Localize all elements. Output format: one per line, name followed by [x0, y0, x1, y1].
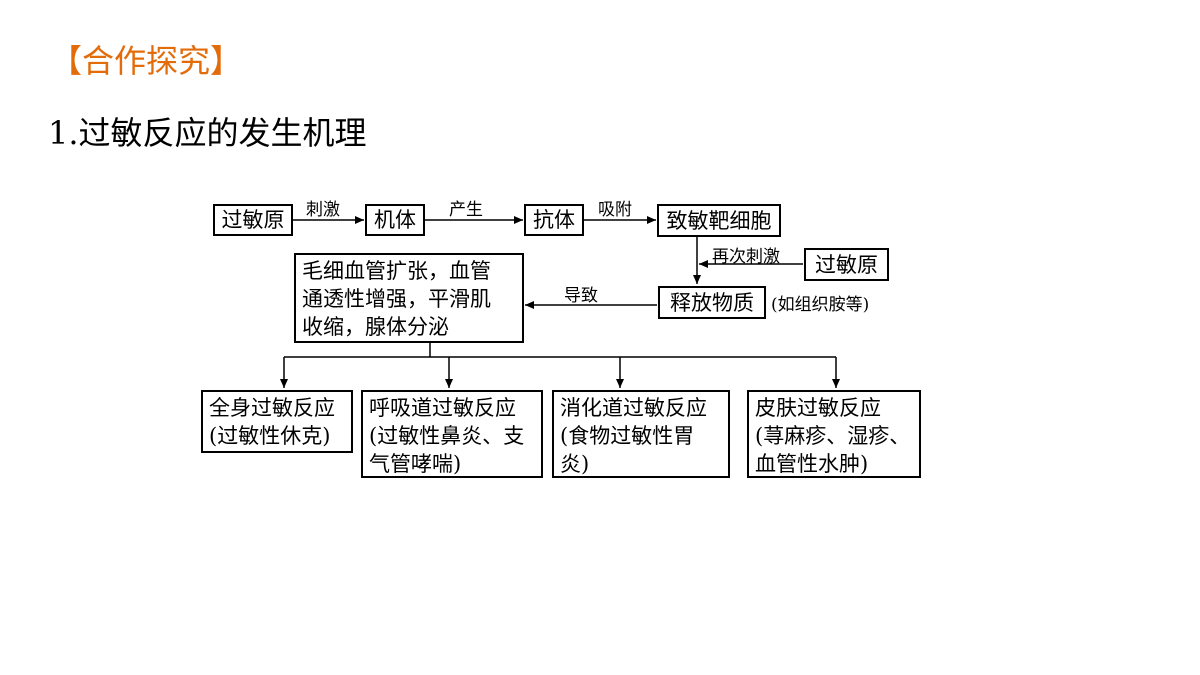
outcome-3-line-1: 消化道过敏反应 — [560, 396, 707, 420]
effects-line-1: 毛细血管扩张，血管 — [302, 259, 491, 283]
release-note: (如组织胺等) — [771, 295, 870, 315]
node-effects: 毛细血管扩张，血管 通透性增强，平滑肌 收缩，腺体分泌 — [294, 253, 524, 343]
node-organism: 机体 — [365, 204, 425, 236]
node-allergen-label: 过敏原 — [221, 208, 285, 232]
outcome-digestive: 消化道过敏反应 (食物过敏性胃 炎) — [552, 390, 730, 478]
node-allergen: 过敏原 — [213, 204, 293, 236]
outcome-respiratory: 呼吸道过敏反应 (过敏性鼻炎、支 气管哮喘) — [361, 390, 543, 478]
node-second-allergen-label: 过敏原 — [815, 252, 878, 277]
edge-label-stimulate: 刺激 — [306, 200, 340, 220]
effects-line-2: 通透性增强，平滑肌 — [302, 287, 491, 311]
node-release-label: 释放物质 — [670, 290, 754, 315]
outcome-2-line-1: 呼吸道过敏反应 — [369, 396, 516, 420]
edge-label-restimulate: 再次刺激 — [712, 247, 780, 267]
outcome-3-line-2: (食物过敏性胃 — [560, 424, 695, 448]
outcome-2-line-2: (过敏性鼻炎、支 — [369, 424, 525, 448]
node-second-allergen: 过敏原 — [804, 248, 889, 281]
outcome-systemic: 全身过敏反应 (过敏性休克) — [201, 390, 353, 453]
outcome-3-line-3: 炎) — [560, 452, 590, 476]
outcome-4-line-2: (荨麻疹、湿疹、 — [755, 424, 911, 448]
node-sensitized-cell: 致敏靶细胞 — [657, 204, 781, 237]
node-antibody-label: 抗体 — [533, 208, 575, 232]
outcome-1-line-2: (过敏性休克) — [209, 424, 331, 448]
node-sensitized-cell-label: 致敏靶细胞 — [666, 208, 772, 233]
edge-label-cause: 导致 — [564, 286, 598, 306]
edge-label-adsorb: 吸附 — [598, 200, 632, 220]
edge-label-produce: 产生 — [449, 200, 483, 220]
outcome-skin: 皮肤过敏反应 (荨麻疹、湿疹、 血管性水肿) — [747, 390, 921, 478]
section-heading: 【合作探究】 — [50, 42, 243, 80]
outcome-2-line-3: 气管哮喘) — [369, 452, 462, 476]
outcome-1-line-1: 全身过敏反应 — [209, 396, 335, 420]
outcome-4-line-3: 血管性水肿) — [755, 452, 869, 476]
node-antibody: 抗体 — [524, 204, 584, 236]
outcome-4-line-1: 皮肤过敏反应 — [755, 396, 881, 420]
node-release: 释放物质 — [658, 286, 766, 319]
section-subheading: 1.过敏反应的发生机理 — [48, 114, 367, 152]
node-organism-label: 机体 — [374, 208, 416, 232]
effects-line-3: 收缩，腺体分泌 — [302, 315, 449, 339]
